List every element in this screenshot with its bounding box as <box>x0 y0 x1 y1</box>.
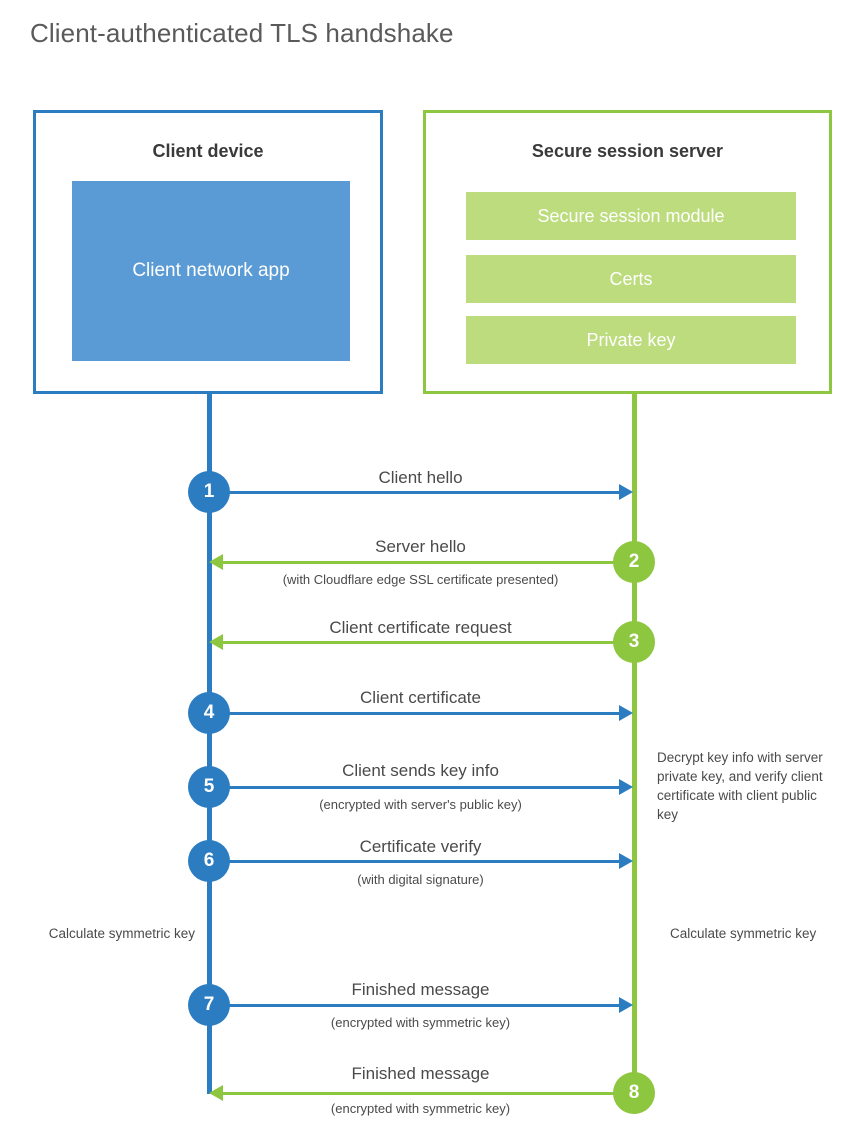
step-7-marker[interactable]: 7 <box>188 984 230 1026</box>
step-5-arrow-line <box>209 786 619 789</box>
step-2-marker[interactable]: 2 <box>613 541 655 583</box>
step-1-arrow-head <box>619 484 633 500</box>
step-8-arrow-head <box>209 1085 223 1101</box>
step-3-label: Client certificate request <box>329 618 512 637</box>
step-8-sublabel: (encrypted with symmetric key) <box>330 1101 511 1116</box>
step-1-arrow-line <box>209 491 619 494</box>
step-2-arrow-line <box>223 561 632 564</box>
step-5-marker[interactable]: 5 <box>188 766 230 808</box>
step-4-arrow-head <box>619 705 633 721</box>
client-lifeline <box>207 394 212 1094</box>
server-component-secure-session-module: Secure session module <box>466 192 796 240</box>
step-4-label: Client certificate <box>360 688 481 707</box>
client-device-box: Client device Client network app <box>33 110 383 394</box>
step-8-arrow-line <box>223 1092 632 1095</box>
step-2-label: Server hello <box>375 537 466 556</box>
step-6-sublabel: (with digital signature) <box>357 872 484 887</box>
step-6-marker[interactable]: 6 <box>188 840 230 882</box>
step-6-arrow-head <box>619 853 633 869</box>
step-7-arrow-head <box>619 997 633 1013</box>
step-2-sublabel: (with Cloudflare edge SSL certificate pr… <box>282 572 559 587</box>
step-3-marker[interactable]: 3 <box>613 621 655 663</box>
step-5-label: Client sends key info <box>342 761 499 780</box>
step-3-arrow-head <box>209 634 223 650</box>
step-6-arrow-line <box>209 860 619 863</box>
step-5-arrow-head <box>619 779 633 795</box>
step-7-arrow-line <box>209 1004 619 1007</box>
client-calculate-symmetric-key-annotation: Calculate symmetric key <box>48 926 195 941</box>
step-7-sublabel: (encrypted with symmetric key) <box>330 1015 511 1030</box>
step-2-arrow-head <box>209 554 223 570</box>
step-6-label: Certificate verify <box>359 837 482 856</box>
step-3-arrow-line <box>223 641 632 644</box>
client-device-title: Client device <box>152 141 264 161</box>
server-lifeline <box>632 394 637 1093</box>
step-4-arrow-line <box>209 712 619 715</box>
page-title: Client-authenticated TLS handshake <box>30 18 454 48</box>
secure-session-server-title: Secure session server <box>531 141 724 161</box>
step-7-label: Finished message <box>351 980 490 999</box>
step-5-sublabel: (encrypted with server's public key) <box>319 797 522 812</box>
server-decrypt-annotation: Decrypt key info with server private key… <box>657 750 823 823</box>
server-component-private-key: Private key <box>466 316 796 364</box>
secure-session-server-box: Secure session server Secure session mod… <box>423 110 832 394</box>
step-8-marker[interactable]: 8 <box>613 1072 655 1114</box>
server-calculate-symmetric-key-annotation: Calculate symmetric key <box>670 926 817 941</box>
step-1-marker[interactable]: 1 <box>188 471 230 513</box>
step-8-label: Finished message <box>351 1064 490 1083</box>
client-network-app-block: Client network app <box>72 181 350 361</box>
step-4-marker[interactable]: 4 <box>188 692 230 734</box>
server-component-certs: Certs <box>466 255 796 303</box>
step-1-label: Client hello <box>378 468 463 487</box>
